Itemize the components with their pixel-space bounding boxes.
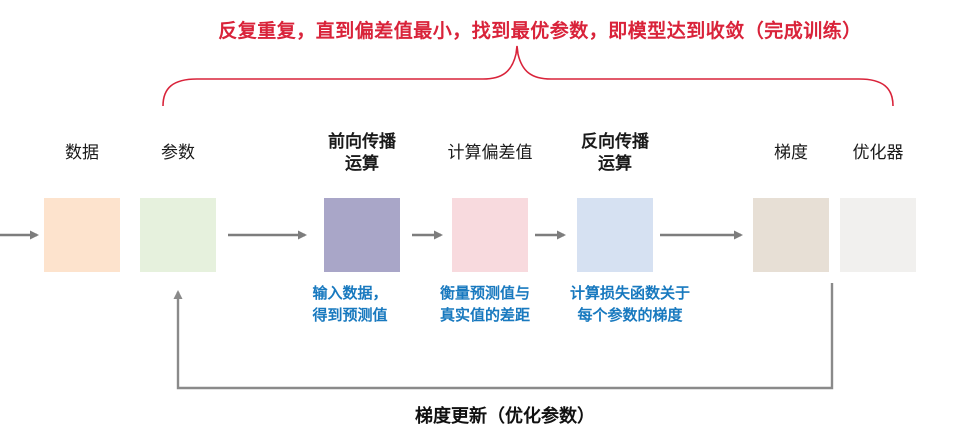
stage-box-data xyxy=(44,198,120,272)
stage-label-optimizer: 优化器 xyxy=(852,143,904,163)
note-forward: 输入数据， 得到预测值 xyxy=(312,284,388,324)
stage-box-gradient xyxy=(753,198,829,272)
feedback-loop-arrow xyxy=(173,283,834,390)
stage-label-loss: 计算偏差值 xyxy=(447,143,533,163)
stage-label-gradient: 梯度 xyxy=(774,143,808,163)
stage-label-forward: 前向传播 运算 xyxy=(328,132,396,174)
stage-box-loss xyxy=(452,198,528,272)
stage-label-params: 参数 xyxy=(161,143,195,163)
stage-box-params xyxy=(140,198,216,272)
stage-label-data: 数据 xyxy=(65,143,99,163)
note-backward: 计算损失函数关于 每个参数的梯度 xyxy=(569,284,690,324)
stage-box-optimizer xyxy=(840,198,916,272)
feedback-label: 梯度更新（优化参数） xyxy=(415,406,595,427)
stage-box-backward xyxy=(577,198,653,272)
stage-label-backward: 反向传播 运算 xyxy=(581,132,649,174)
note-loss: 衡量预测值与 真实值的差距 xyxy=(439,284,530,324)
curly-brace xyxy=(162,45,894,107)
convergence-caption: 反复重复，直到偏差值最小，找到最优参数，即模型达到收敛（完成训练） xyxy=(218,20,862,42)
stage-box-forward xyxy=(324,198,400,272)
